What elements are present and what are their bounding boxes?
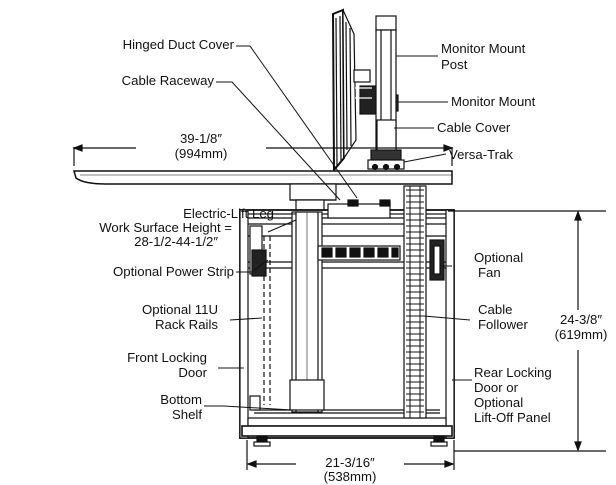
label-rear-door-line4: Lift-Off Panel [474, 410, 551, 425]
leader-lines [204, 45, 472, 411]
monitor-mount-post [375, 15, 397, 153]
label-versa-trak: Versa-Trak [449, 147, 513, 162]
label-optional-power-strip: Optional Power Strip [113, 264, 234, 279]
label-bottom-shelf-line2: Shelf [171, 407, 202, 422]
power-strip [317, 245, 401, 261]
dimension-width-bottom [246, 440, 455, 470]
label-rear-door-line1: Rear Locking [474, 365, 552, 380]
monitor [331, 8, 357, 173]
label-work-surface-height-line2: 28-1/2-44-1/2″ [134, 234, 218, 249]
label-rack-rails-line2: Rack Rails [154, 317, 218, 332]
label-cable-cover: Cable Cover [437, 120, 511, 135]
dim-width-top-line2: (994mm) [174, 146, 228, 161]
label-monitor-mount-post-line1: Monitor Mount [441, 41, 526, 56]
fan [429, 239, 445, 281]
dim-width-bottom-line2: (538mm) [323, 469, 377, 484]
label-rear-door-line2: Door or [474, 380, 518, 395]
label-front-door-line2: Door [178, 365, 207, 380]
label-monitor-mount: Monitor Mount [451, 94, 536, 109]
label-front-door-line1: Front Locking [127, 350, 207, 365]
label-electric-lift-leg: Electric-Lift Leg [183, 206, 274, 221]
versa-trak [367, 149, 405, 171]
cable-follower [403, 185, 427, 419]
label-optional-fan-line2: Fan [478, 265, 501, 280]
label-monitor-mount-post-line2: Post [441, 57, 468, 72]
label-hinged-duct-cover: Hinged Duct Cover [122, 37, 234, 52]
label-cable-follower-line2: Follower [478, 317, 528, 332]
electric-lift-leg [289, 211, 325, 413]
dim-width-bottom-line1: 21-3/16″ [325, 455, 375, 470]
dimension-top [72, 144, 454, 166]
dim-width-top-line1: 39-1/8″ [179, 131, 223, 146]
dim-height-line1: 24-3/8″ [559, 312, 603, 327]
casters [253, 435, 448, 447]
dimension-height [448, 210, 606, 452]
label-optional-fan-line1: Optional [474, 250, 524, 265]
duct-cover [327, 199, 391, 219]
label-work-surface-height-line1: Work Surface Height = [99, 220, 232, 235]
label-rear-door-line3: Optional [474, 395, 524, 410]
work-surface [73, 170, 453, 185]
label-cable-raceway: Cable Raceway [121, 73, 214, 88]
lift-column-top [289, 183, 337, 213]
dim-height-line2: (619mm) [554, 327, 608, 342]
label-bottom-shelf-line1: Bottom [160, 392, 202, 407]
label-cable-follower-line1: Cable [478, 302, 513, 317]
label-rack-rails-line1: Optional 11U [142, 302, 218, 317]
